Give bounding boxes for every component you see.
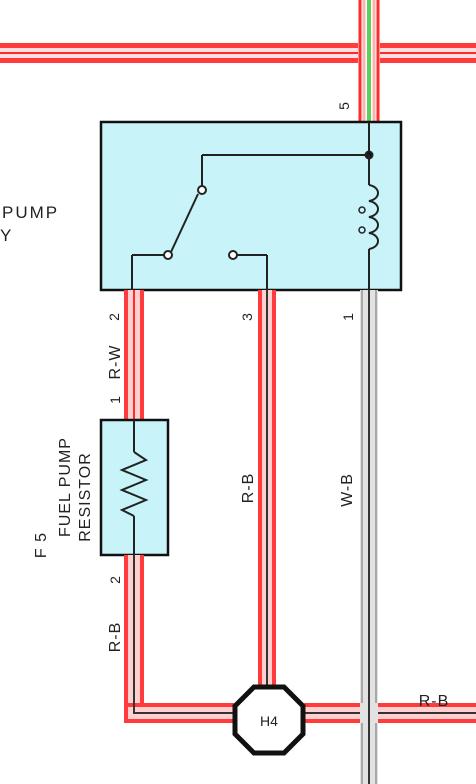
switch-lower-contact xyxy=(228,250,238,260)
switch-common-contact xyxy=(163,250,173,260)
switch-arm xyxy=(170,193,199,253)
junction-connector xyxy=(232,684,306,756)
resistor-name-line2: RESISTOR xyxy=(77,452,94,542)
top-red-bus xyxy=(0,43,476,63)
junction-label: H4 xyxy=(260,713,278,729)
wire-r-w-label: R-W xyxy=(107,345,124,380)
wire-lower-r-b xyxy=(124,555,234,723)
relay-pin-5-label: 5 xyxy=(336,102,352,110)
relay-pin-2-label: 2 xyxy=(106,313,122,321)
resistor-name-line1: FUEL PUMP xyxy=(57,437,74,537)
wire-lower-r-b-label: R-B xyxy=(107,622,124,653)
resistor-pin-2-label: 2 xyxy=(107,576,123,584)
relay-feed-wire xyxy=(358,0,380,122)
relay-name-label-2: Y xyxy=(0,226,13,245)
resistor-code-label: F 5 xyxy=(33,532,50,558)
resistor-zigzag xyxy=(119,451,149,517)
relay-pin-3-label: 3 xyxy=(239,313,255,321)
wire-middle-r-b xyxy=(258,290,276,687)
relay-box xyxy=(99,120,403,292)
relay-internals xyxy=(131,122,379,290)
relay-coil xyxy=(368,184,379,250)
resistor-pin-1-label: 1 xyxy=(107,396,123,404)
resistor-internals xyxy=(119,420,149,555)
wire-r-w xyxy=(124,290,144,420)
wire-right-r-b xyxy=(304,703,476,723)
coil-loop-2 xyxy=(358,226,366,234)
relay-name-label: PUMP xyxy=(2,203,59,222)
wire-w-b xyxy=(360,290,378,784)
switch-upper-contact xyxy=(197,185,207,195)
coil-loop-1 xyxy=(358,206,366,214)
relay-pin-1-label: 1 xyxy=(340,313,356,321)
wire-right-r-b-label: R-B xyxy=(419,693,450,710)
wire-w-b-label: W-B xyxy=(339,473,356,507)
wire-middle-r-b-label: R-B xyxy=(240,473,257,504)
